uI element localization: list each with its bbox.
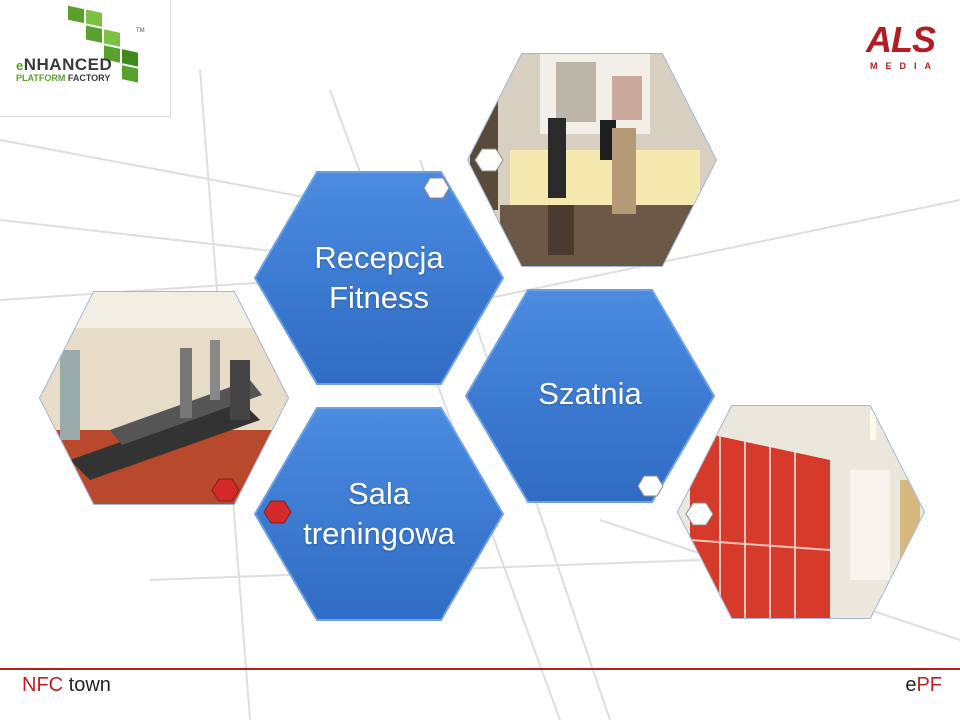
footer-nfc-town: NFC town [22,674,111,697]
hex-reception-marker [423,177,450,199]
epf-factory: FACTORY [65,73,111,83]
gym-label: Sala treningowa [279,474,479,554]
als-media-logo: ALS MEDIA [866,22,942,74]
trademark-mark: TM [136,28,145,34]
epf-grid-logo-icon [68,5,138,83]
gym-label-line1: Sala [347,476,411,511]
hex-locker-room[interactable] [464,289,716,503]
footer-e: e [905,674,917,696]
footer-divider [0,668,960,670]
reception-photo [466,53,718,267]
gym-label-line2: treningowa [303,516,455,551]
locker-photo [676,405,926,619]
footer-nfc: NFC [22,674,64,696]
gym-marker-red [211,478,240,502]
reception-label: Recepcja Fitness [279,238,479,318]
epf-platform: PLATFORM [16,73,66,83]
media-word: MEDIA [870,61,939,71]
reception-label-line1: Recepcja [314,240,444,275]
reception-label-line2: Fitness [329,280,429,315]
als-word: ALS [866,19,936,60]
epf-nhanced: NHANCED [23,55,113,74]
epf-wordmark: eNHANCED PLATFORM FACTORY [16,56,112,83]
locker-marker [685,502,714,526]
locker-label: Szatnia [538,376,642,411]
gym-photo [38,291,290,505]
enhanced-platform-factory-logo: TM eNHANCED PLATFORM FACTORY [0,0,171,117]
reception-marker [474,148,504,172]
hex-reception[interactable] [253,171,505,385]
footer-town: town [63,674,111,696]
footer-epf: ePF [905,674,942,697]
footer-pf: PF [916,674,942,696]
epf-e: e [16,58,24,73]
hex-locker-marker [637,475,664,497]
hex-gym-marker-red [263,500,292,524]
hex-gym[interactable] [253,407,505,621]
